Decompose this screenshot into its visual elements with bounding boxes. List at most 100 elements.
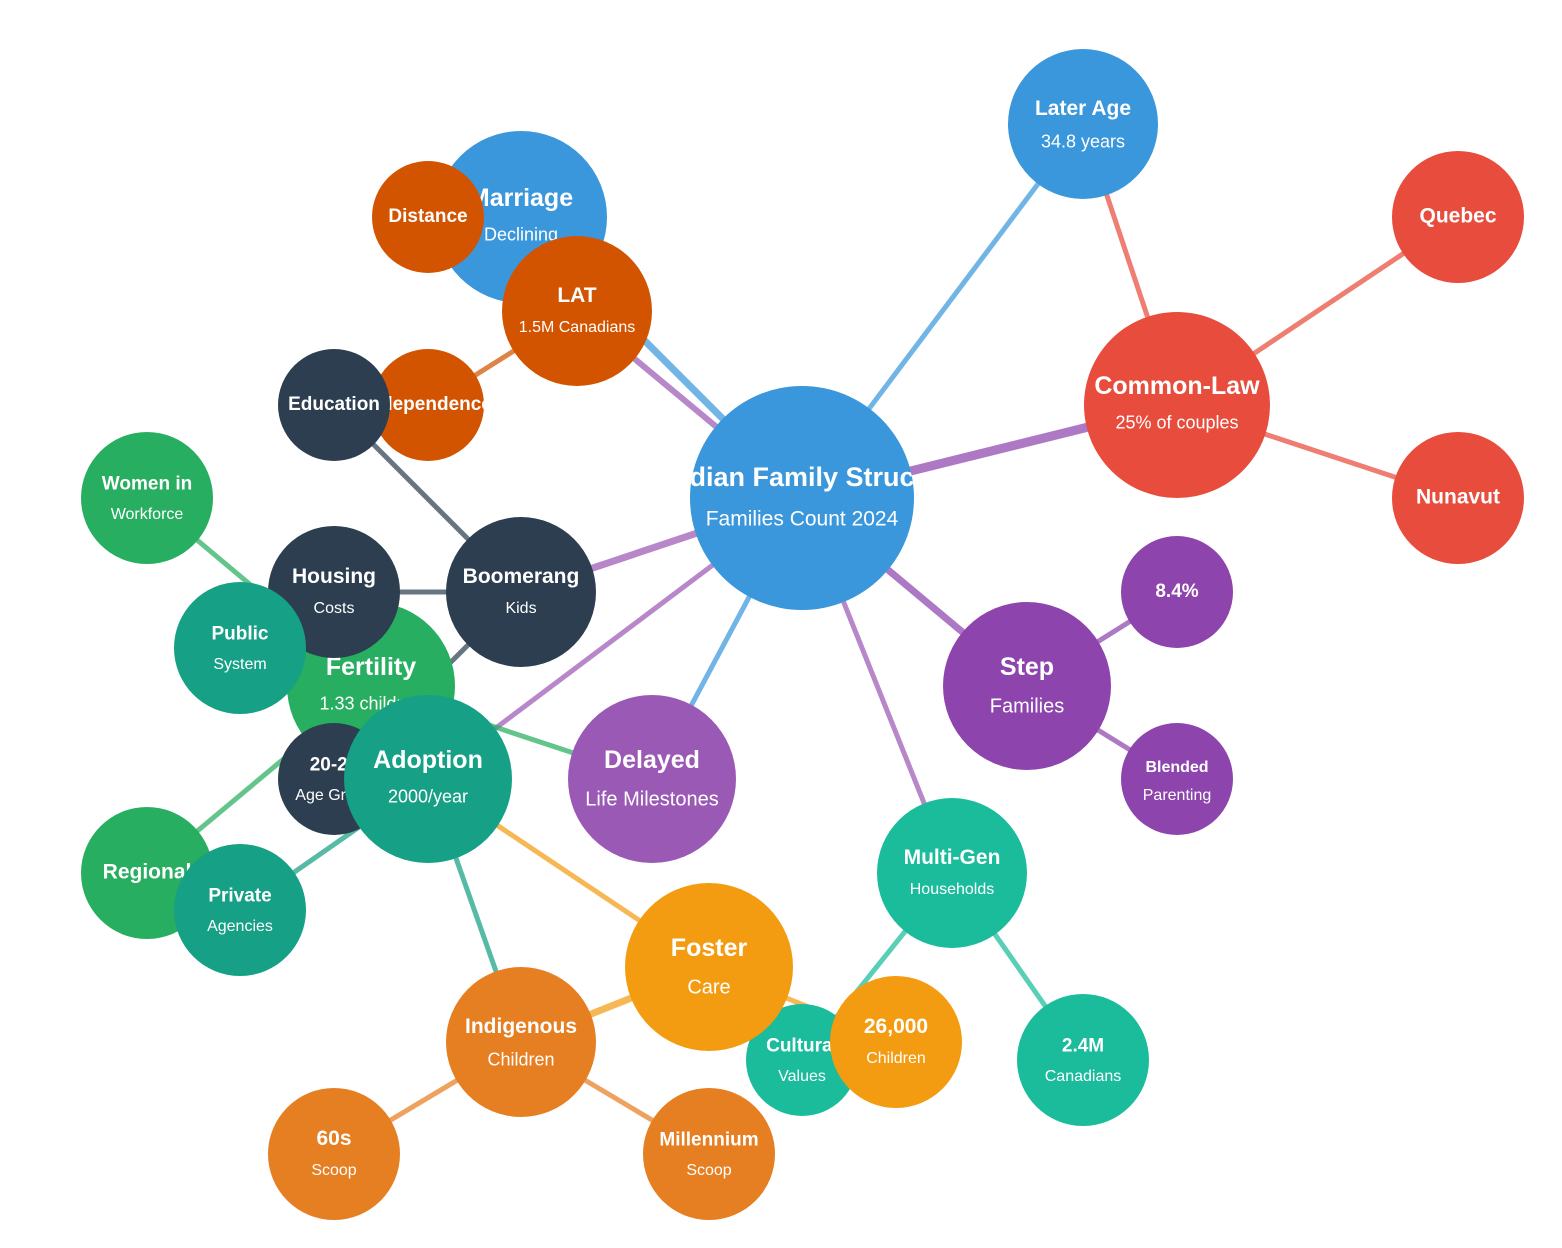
- node-title-lat: LAT: [557, 284, 596, 307]
- node-subtitle-canadians: Canadians: [1045, 1068, 1122, 1085]
- node-women[interactable]: Women in Workforce: [81, 432, 213, 564]
- node-nunavut[interactable]: Nunavut: [1392, 432, 1524, 564]
- node-title-private: Private: [208, 886, 271, 907]
- node-title-housing: Housing: [292, 565, 376, 588]
- node-title-common-law: Common-Law: [1094, 372, 1260, 400]
- node-subtitle-step: Families: [990, 695, 1064, 717]
- node-education[interactable]: Education: [278, 349, 390, 461]
- node-subtitle-indigenous: Children: [487, 1050, 554, 1070]
- node-subtitle-center: Families Count 2024: [706, 508, 899, 531]
- node-title-regional: Regional: [103, 861, 192, 884]
- node-title-public: Public: [211, 624, 268, 645]
- node-subtitle-cultural: Values: [778, 1068, 826, 1085]
- node-circle-nunavut[interactable]: [1392, 432, 1524, 564]
- node-circle-common-law[interactable]: [1084, 312, 1270, 498]
- node-title-nunavut: Nunavut: [1416, 486, 1500, 509]
- node-subtitle-children-26k: Children: [866, 1050, 926, 1067]
- node-circle-step[interactable]: [943, 602, 1111, 770]
- node-subtitle-delayed: Life Milestones: [585, 788, 718, 810]
- node-subtitle-lat: 1.5M Canadians: [519, 319, 636, 336]
- node-circle-lat[interactable]: [502, 236, 652, 386]
- node-title-marriage: Marriage: [469, 184, 573, 212]
- node-circle-millennium[interactable]: [643, 1088, 775, 1220]
- node-subtitle-women: Workforce: [111, 506, 184, 523]
- node-title-sixties: 60s: [316, 1127, 351, 1150]
- node-circle-children-26k[interactable]: [830, 976, 962, 1108]
- node-subtitle-sixties: Scoop: [311, 1162, 356, 1179]
- node-circle-delayed[interactable]: [568, 695, 736, 863]
- node-canadians[interactable]: 2.4M Canadians: [1017, 994, 1149, 1126]
- node-title-children-26k: 26,000: [864, 1015, 928, 1038]
- node-circle-canadians[interactable]: [1017, 994, 1149, 1126]
- node-subtitle-marriage: Declining: [484, 225, 558, 245]
- node-title-adoption: Adoption: [373, 746, 483, 774]
- node-subtitle-millennium: Scoop: [686, 1162, 731, 1179]
- node-title-foster: Foster: [671, 934, 748, 962]
- node-circle-adoption[interactable]: [344, 695, 512, 863]
- node-title-step: Step: [1000, 653, 1054, 681]
- node-circle-public[interactable]: [174, 582, 306, 714]
- node-title-distance: Distance: [388, 206, 467, 227]
- node-subtitle-private: Agencies: [207, 918, 273, 935]
- node-subtitle-multigen: Households: [910, 881, 995, 898]
- node-circle-multigen[interactable]: [877, 798, 1027, 948]
- node-subtitle-foster: Care: [687, 976, 730, 998]
- node-common-law[interactable]: Common-Law 25% of couples: [1084, 312, 1270, 498]
- node-title-independence: Independence: [364, 394, 492, 415]
- node-title-indigenous: Indigenous: [465, 1015, 577, 1038]
- node-step-pct[interactable]: 8.4%: [1121, 536, 1233, 648]
- node-title-canadians: 2.4M: [1062, 1036, 1104, 1057]
- node-distance[interactable]: Distance: [372, 161, 484, 273]
- node-circle-step-pct[interactable]: [1121, 536, 1233, 648]
- node-subtitle-later-age: 34.8 years: [1041, 132, 1125, 152]
- node-title-fertility: Fertility: [326, 653, 416, 681]
- node-title-cultural: Cultural: [766, 1036, 838, 1057]
- node-circle-cultural[interactable]: [746, 1004, 858, 1116]
- node-circle-distance[interactable]: [372, 161, 484, 273]
- node-title-boomerang: Boomerang: [463, 565, 580, 588]
- node-circle-education[interactable]: [278, 349, 390, 461]
- node-quebec[interactable]: Quebec: [1392, 151, 1524, 283]
- node-circle-blended[interactable]: [1121, 723, 1233, 835]
- node-subtitle-common-law: 25% of couples: [1115, 413, 1238, 433]
- node-circle-foster[interactable]: [625, 883, 793, 1051]
- node-title-step-pct: 8.4%: [1155, 581, 1198, 602]
- node-circle-quebec[interactable]: [1392, 151, 1524, 283]
- node-circle-sixties[interactable]: [268, 1088, 400, 1220]
- node-lat[interactable]: LAT 1.5M Canadians: [502, 236, 652, 386]
- node-circle-independence[interactable]: [372, 349, 484, 461]
- node-title-center: Canadian Family Structures: [623, 462, 980, 492]
- node-title-later-age: Later Age: [1035, 97, 1131, 120]
- node-circle-women[interactable]: [81, 432, 213, 564]
- node-circle-boomerang[interactable]: [446, 517, 596, 667]
- node-circle-later-age[interactable]: [1008, 49, 1158, 199]
- node-subtitle-public: System: [213, 656, 266, 673]
- node-independence[interactable]: Independence: [364, 349, 492, 461]
- node-title-quebec: Quebec: [1419, 205, 1496, 228]
- node-circle-private[interactable]: [174, 844, 306, 976]
- node-later-age[interactable]: Later Age 34.8 years: [1008, 49, 1158, 199]
- node-circle-indigenous[interactable]: [446, 967, 596, 1117]
- node-circle-center[interactable]: [690, 386, 914, 610]
- node-title-women: Women in: [102, 474, 192, 495]
- node-subtitle-boomerang: Kids: [505, 600, 536, 617]
- node-title-delayed: Delayed: [604, 746, 700, 774]
- node-title-blended: Blended: [1145, 759, 1208, 776]
